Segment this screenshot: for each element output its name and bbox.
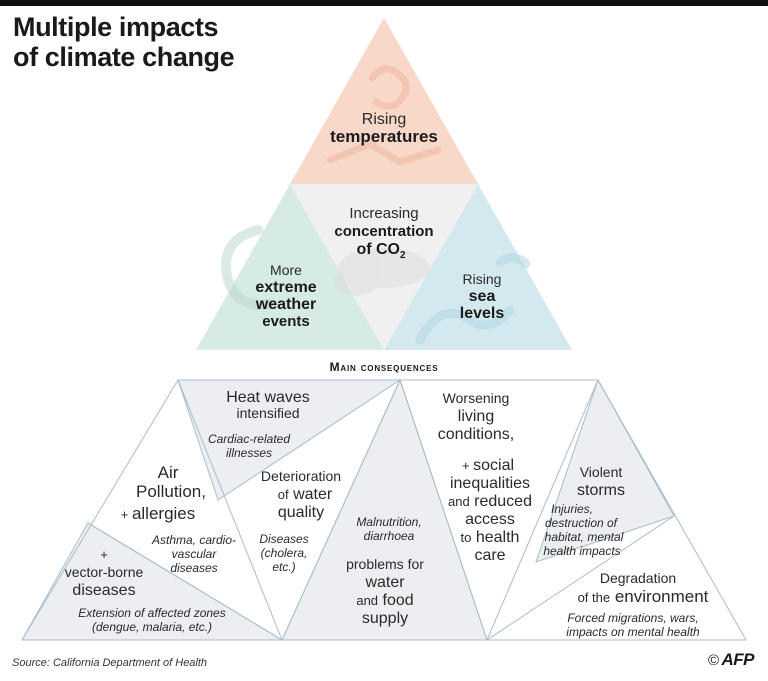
water-title-3: quality — [278, 504, 324, 521]
environment-detail-1: Forced migrations, wars, — [567, 611, 698, 625]
heat-waves-detail-2: illnesses — [226, 446, 272, 460]
living-title-4: + social — [462, 457, 514, 474]
environment-title-1: Degradation — [600, 570, 676, 586]
afp-logo: ©AFP — [707, 650, 755, 670]
air-title-3: + allergies — [121, 504, 196, 523]
water-detail-1: Diseases — [259, 532, 308, 546]
left-label-2: extreme — [255, 279, 316, 296]
vector-title-1: vector-borne — [65, 564, 144, 580]
food-title-1: problems for — [346, 556, 424, 572]
triangle-sea-levels — [384, 184, 572, 350]
air-title-1: Air — [158, 463, 179, 482]
air-title-2: Pollution, — [136, 482, 206, 501]
food-detail-1: Malnutrition, — [356, 515, 421, 529]
right-label-1: Rising — [463, 271, 502, 287]
living-title-1: Worsening — [443, 390, 510, 406]
air-detail-3: diseases — [170, 561, 217, 575]
divider-4 — [399, 379, 488, 641]
vector-detail-2: (dengue, malaria, etc.) — [92, 620, 212, 634]
storms-title-2: storms — [577, 482, 625, 499]
storms-detail-2: destruction of — [545, 516, 619, 530]
thermometer-icon — [326, 65, 442, 166]
living-title-3: conditions, — [438, 426, 515, 443]
afp-credit: AFP — [721, 650, 755, 669]
triangle-rising-temperatures — [290, 18, 478, 184]
food-detail-2: diarrhoea — [364, 529, 415, 543]
consequences-panel — [21, 378, 747, 641]
right-label-3: levels — [460, 305, 505, 322]
air-detail-1: Asthma, cardio- — [151, 533, 236, 547]
storm-icon — [221, 225, 277, 310]
living-title-6: and reduced — [448, 493, 532, 510]
storms-detail-3: habitat, mental — [545, 530, 624, 544]
heat-waves-detail-1: Cardiac-related — [208, 432, 290, 446]
left-label-4: events — [262, 313, 310, 330]
divider-5 — [486, 379, 599, 641]
environment-title-2: of the environment — [578, 587, 709, 606]
living-title-5: inequalities — [450, 475, 530, 492]
living-title-9: care — [474, 547, 505, 564]
food-title-2: water — [364, 574, 405, 591]
environment-detail-2: impacts on mental health — [566, 625, 700, 639]
living-title-8: to health — [461, 529, 520, 546]
heat-waves-sub: intensified — [236, 405, 299, 421]
consequences-label: Main consequences — [330, 360, 439, 374]
left-label-3: weather — [255, 296, 316, 313]
food-title-3: and food — [356, 592, 413, 609]
storms-title-1: Violent — [580, 464, 623, 480]
water-detail-3: etc.) — [272, 560, 295, 574]
food-title-4: supply — [362, 610, 408, 627]
top-label-2: temperatures — [330, 127, 438, 146]
panel-storms — [535, 378, 675, 563]
right-label-2: sea — [469, 288, 496, 305]
vector-title-2: diseases — [72, 582, 135, 599]
vector-plus: + — [100, 547, 108, 562]
top-bar — [0, 0, 768, 6]
divider-3 — [281, 379, 401, 641]
title-line-1: Multiple impacts — [13, 12, 219, 42]
center-label-1: Increasing — [349, 205, 418, 222]
storms-detail-1: Injuries, — [551, 502, 593, 516]
vector-detail-1: Extension of affected zones — [78, 606, 225, 620]
triangle-extreme-weather — [196, 184, 384, 350]
divider-6 — [486, 515, 675, 641]
source-note: Source: California Department of Health — [12, 657, 208, 669]
divider-1 — [177, 379, 283, 641]
living-title-7: access — [465, 511, 515, 528]
center-label-3: of CO2 — [356, 241, 406, 261]
water-detail-2: (cholera, — [261, 546, 308, 560]
divider-2 — [87, 522, 283, 641]
wave-icon — [415, 253, 531, 345]
heat-waves-title: Heat waves — [226, 389, 310, 406]
title-line-2: of climate change — [13, 42, 235, 72]
air-detail-2: vascular — [172, 547, 218, 561]
water-title-2: of water — [278, 486, 333, 503]
top-label-1: Rising — [362, 111, 406, 128]
living-title-2: living — [458, 408, 494, 425]
water-title-1: Deterioration — [261, 468, 341, 484]
storms-detail-4: health impacts — [543, 544, 620, 558]
copyright-icon: © — [707, 652, 719, 669]
center-label-2: concentration — [334, 223, 433, 240]
cloud-icon — [334, 248, 430, 296]
left-label-1: More — [270, 262, 302, 278]
